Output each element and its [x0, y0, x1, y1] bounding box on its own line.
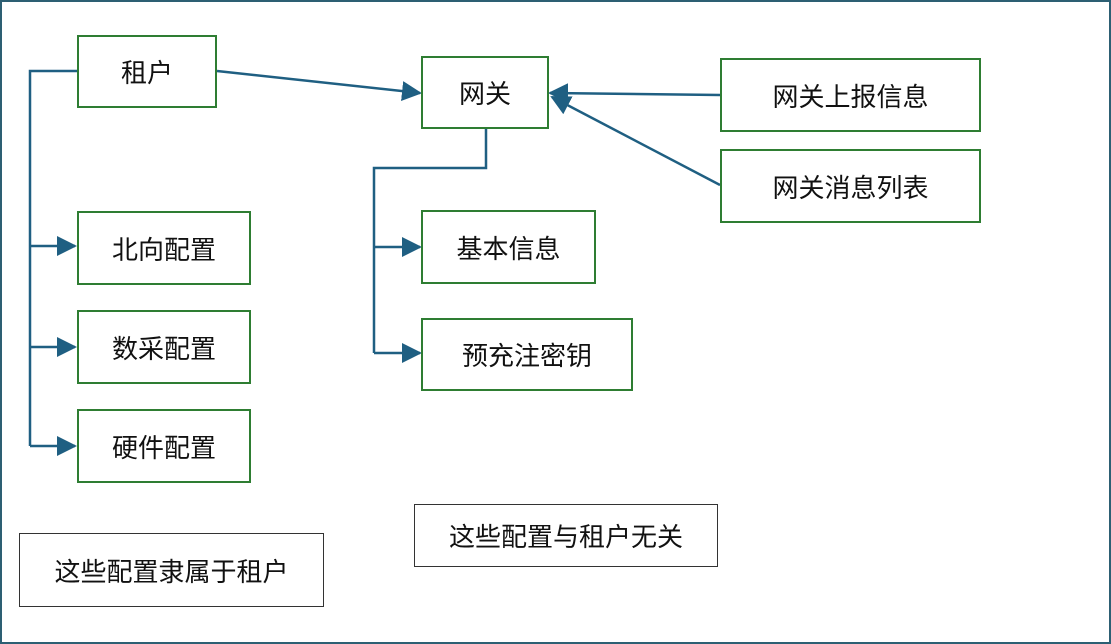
arrow-report-info-to-gateway: [548, 83, 721, 104]
arrow-tenant-to-gateway: [216, 69, 422, 102]
tenant-owned-note: 这些配置隶属于租户: [19, 533, 324, 607]
hardware-config-node: 硬件配置: [77, 409, 251, 483]
gateway-message-list-node: 网关消息列表: [720, 149, 981, 223]
basic-info-node: 基本信息: [421, 210, 596, 284]
gateway-branch-trunk: [372, 129, 488, 353]
arrow-message-list-to-gateway: [550, 95, 721, 187]
tenant-branch-trunk: [28, 69, 77, 446]
tenant-independent-note: 这些配置与租户无关: [414, 504, 718, 567]
tenant-node: 租户: [77, 35, 217, 108]
preshared-key-node: 预充注密钥: [421, 318, 633, 391]
gateway-node: 网关: [421, 56, 549, 129]
northbound-config-node: 北向配置: [77, 211, 251, 285]
data-collection-config-node: 数采配置: [77, 310, 251, 384]
gateway-report-info-node: 网关上报信息: [720, 58, 981, 132]
